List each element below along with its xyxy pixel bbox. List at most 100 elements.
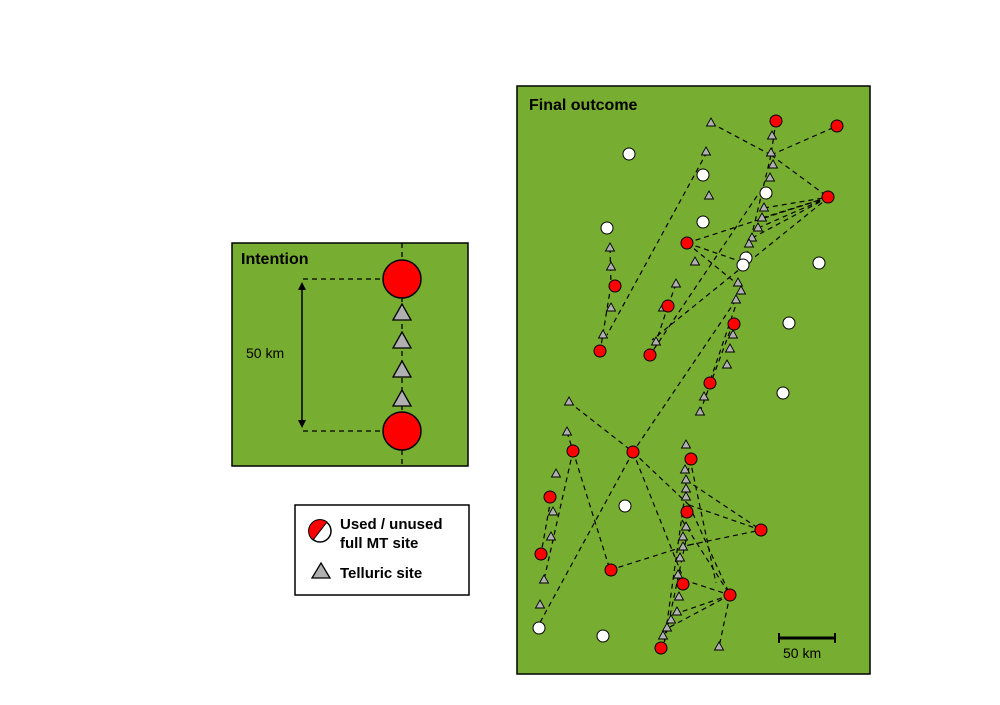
outcome-profile-line-30	[688, 504, 762, 531]
outcome-used-mt-site-34	[654, 641, 668, 655]
outcome-telluric-site-35	[538, 574, 550, 584]
outcome-profile-line-17	[599, 284, 612, 353]
outcome-profile-line-12	[757, 196, 830, 229]
intention-distance-label: 50 km	[246, 345, 284, 361]
outcome-telluric-site-4	[700, 146, 712, 156]
outcome-telluric-site-48	[673, 591, 685, 601]
outcome-unused-mt-site-25	[618, 499, 632, 513]
outcome-profile-line-20	[708, 289, 742, 385]
outcome-unused-mt-site-12	[812, 256, 826, 270]
scale-bar-label: 50 km	[783, 645, 821, 661]
outcome-telluric-site-53	[713, 641, 725, 651]
outcome-telluric-site-5	[767, 159, 779, 169]
outcome-profile-line-10	[763, 196, 830, 209]
outcome-telluric-site-51	[661, 622, 673, 632]
outcome-telluric-site-12	[746, 232, 758, 242]
outcome-used-mt-site-24	[543, 490, 557, 504]
outcome-telluric-site-10	[756, 212, 768, 222]
outcome-used-mt-site-30	[676, 577, 690, 591]
outcome-used-mt-site-13	[608, 279, 622, 293]
outcome-telluric-site-14	[689, 256, 701, 266]
legend-full-mt-label-line2: full MT site	[340, 535, 418, 552]
outcome-unused-mt-site-33	[596, 629, 610, 643]
intention-telluric-site-1	[391, 302, 413, 321]
outcome-telluric-site-34	[545, 531, 557, 541]
outcome-profile-line-32	[683, 579, 731, 596]
outcome-telluric-site-17	[732, 277, 744, 287]
outcome-telluric-site-22	[694, 406, 706, 416]
outcome-profile-line-6	[606, 151, 708, 336]
legend-used-half-icon	[308, 519, 328, 541]
outcome-profile-line-21	[699, 322, 734, 413]
outcome-telluric-site-36	[534, 599, 546, 609]
intention-title: Intention	[241, 251, 309, 268]
outcome-telluric-site-3	[765, 147, 777, 157]
outcome-telluric-site-15	[735, 285, 747, 295]
outcome-profile-line-7	[686, 242, 746, 264]
legend-telluric-triangle-icon	[310, 561, 332, 579]
outcome-telluric-site-37	[680, 439, 692, 449]
outcome-profile-line-8	[686, 242, 743, 289]
outcome-used-mt-site-31	[723, 588, 737, 602]
intention-panel: Intention 50 km	[231, 242, 469, 467]
outcome-used-mt-site-19	[703, 376, 717, 390]
outcome-used-mt-site-18	[643, 348, 657, 362]
intention-full-mt-site-top	[382, 259, 422, 299]
outcome-telluric-site-30	[563, 396, 575, 406]
outcome-telluric-site-38	[679, 464, 691, 474]
outcome-profile-line-23	[568, 401, 634, 453]
intention-label-backdrop	[244, 342, 296, 364]
outcome-telluric-site-39	[680, 474, 692, 484]
outcome-profile-line-27	[572, 450, 611, 571]
outcome-profile-line-33	[689, 458, 717, 584]
outcome-telluric-site-46	[674, 552, 686, 562]
outcome-profile-line-36	[681, 519, 731, 596]
outcome-used-mt-site-1	[769, 114, 783, 128]
outcome-telluric-site-43	[680, 521, 692, 531]
outcome-telluric-site-23	[604, 242, 616, 252]
outcome-profile-line-35	[685, 479, 762, 531]
outcome-used-mt-site-28	[534, 547, 548, 561]
intention-full-mt-site-bottom	[382, 411, 422, 451]
outcome-telluric-site-18	[727, 329, 739, 339]
outcome-profile-line-14	[651, 196, 830, 341]
outcome-telluric-site-45	[677, 541, 689, 551]
outcome-profile-line-26	[543, 450, 574, 581]
outcome-telluric-site-25	[605, 302, 617, 312]
outcome-telluric-site-16	[730, 294, 742, 304]
intention-telluric-site-2	[391, 330, 413, 349]
outcome-full-mt-sites	[532, 114, 844, 655]
outcome-used-mt-site-17	[593, 344, 607, 358]
outcome-unused-mt-site-20	[776, 386, 790, 400]
outcome-profile-line-40	[674, 594, 731, 615]
outcome-telluric-site-41	[680, 491, 692, 501]
outcome-telluric-site-19	[724, 343, 736, 353]
outcome-profile-line-37	[688, 504, 731, 596]
outcome-profile-line-13	[751, 196, 830, 239]
outcome-unused-mt-site-32	[532, 621, 546, 635]
outcome-used-mt-site-21	[566, 444, 580, 458]
outcome-telluric-site-24	[605, 261, 617, 271]
outcome-profile-line-22	[632, 299, 737, 453]
outcome-telluric-site-21	[698, 391, 710, 401]
outcome-profile-line-41	[667, 594, 731, 629]
final-outcome-panel-background	[516, 85, 871, 675]
outcome-telluric-site-31	[561, 426, 573, 436]
outcome-used-mt-site-14	[661, 299, 675, 313]
outcome-used-mt-site-9	[680, 236, 694, 250]
outcome-telluric-sites	[534, 117, 779, 651]
legend: Used / unused full MT site Telluric site	[294, 504, 470, 596]
outcome-profile-line-28	[540, 497, 552, 555]
final-outcome-panel: Final outcome 50 km	[516, 85, 871, 675]
outcome-telluric-site-49	[671, 606, 683, 616]
outcome-profile-line-2	[770, 125, 838, 156]
outcome-used-mt-site-4	[821, 190, 835, 204]
outcome-used-mt-site-22	[626, 445, 640, 459]
outcome-unused-mt-site-5	[696, 168, 710, 182]
outcome-unused-mt-site-8	[696, 215, 710, 229]
outcome-profile-line-4	[770, 154, 829, 198]
outcome-unused-mt-site-6	[759, 186, 773, 200]
outcome-unused-mt-site-11	[736, 258, 750, 272]
outcome-used-mt-site-29	[604, 563, 618, 577]
